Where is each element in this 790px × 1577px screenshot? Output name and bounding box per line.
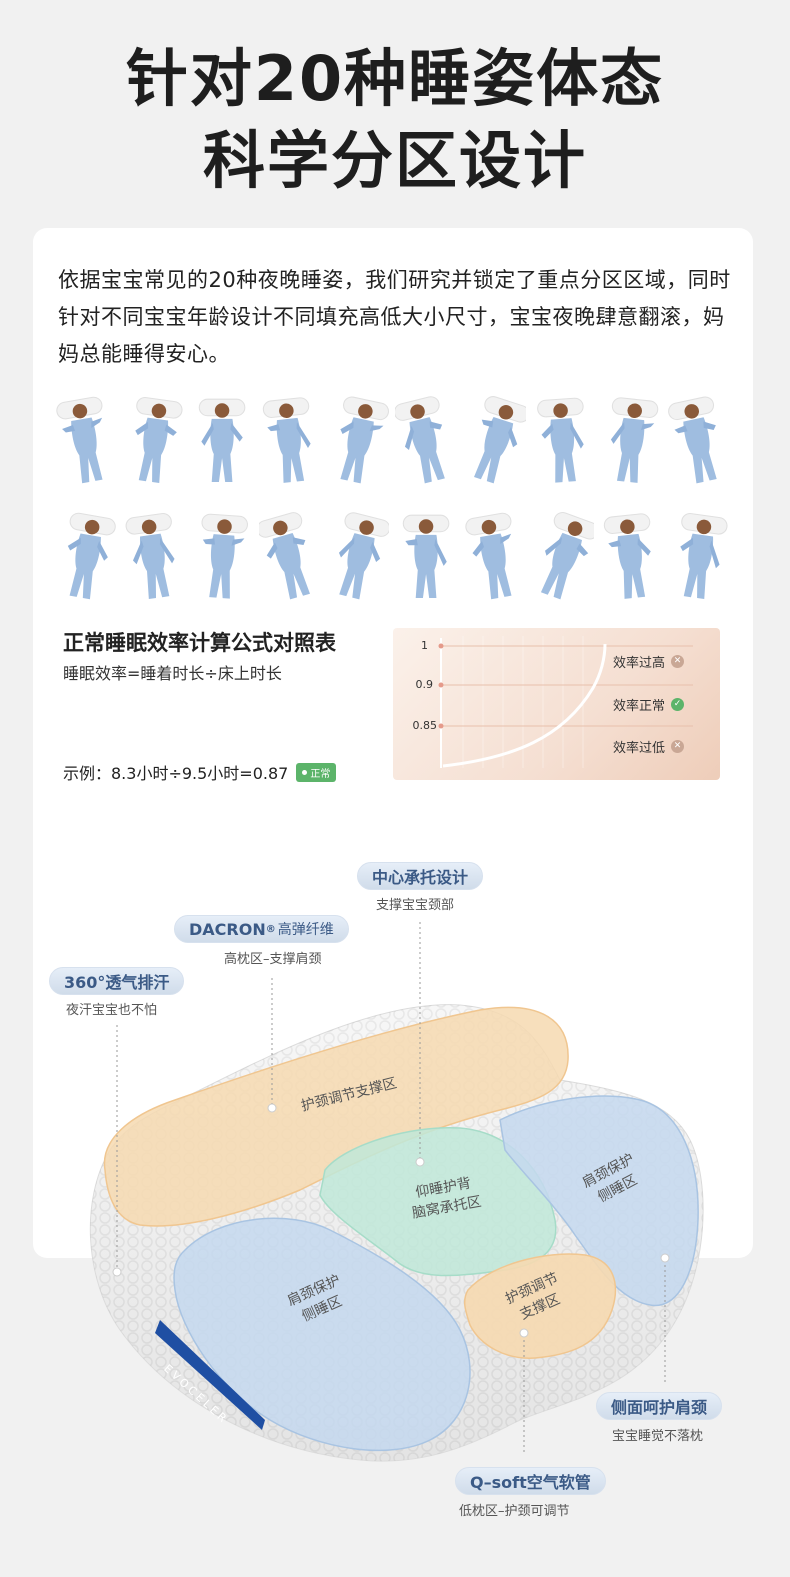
zone-label: 效率过高: [613, 656, 666, 671]
feature-dacron-pill: DACRON®高弹纤维: [174, 915, 349, 943]
hero-title-line2: 科学分区设计: [202, 124, 587, 197]
sleep-pose-illustration: [464, 508, 526, 610]
feature-side-pill: 侧面呵护肩颈: [596, 1392, 723, 1420]
efficiency-example: 示例：8.3小时÷9.5小时=0.87 正常: [63, 760, 337, 784]
feature-side-sub: 宝宝睡觉不落枕: [612, 1429, 704, 1444]
sleep-pose-illustration: [668, 508, 730, 610]
sleep-pose-illustration: [532, 508, 599, 610]
close-icon: ✕: [671, 655, 685, 668]
efficiency-chart: [393, 628, 720, 780]
efficiency-formula: 睡眠效率=睡着时长÷床上时长: [63, 664, 282, 683]
check-icon: ✓: [671, 698, 685, 711]
registered-mark: ®: [265, 923, 276, 935]
feature-qsoft-sub: 低枕区–护颈可调节: [459, 1504, 570, 1519]
sleep-pose-illustration: [55, 508, 117, 610]
sleep-pose-illustration: [327, 392, 390, 494]
dacron-rest: 高弹纤维: [277, 922, 334, 938]
tick-0-85: 0.85: [412, 719, 438, 732]
zone-too-high: 效率过高 ✕: [613, 652, 685, 671]
feature-center-pill: 中心承托设计: [357, 862, 484, 890]
status-badge: 正常: [296, 762, 337, 782]
zone-normal: 效率正常 ✓: [613, 695, 685, 714]
hero-title-line1: 针对20种睡姿体态: [125, 42, 665, 115]
sleep-pose-illustration: [259, 392, 321, 494]
sleep-pose-illustration: [191, 508, 253, 610]
feature-dacron-sub: 高枕区–支撑肩颈: [224, 952, 322, 967]
sleep-pose-illustration: [394, 392, 457, 494]
feature-breath-pill: 360°透气排汗: [49, 967, 185, 995]
sleep-pose-illustration: [668, 392, 730, 494]
tick-0-9: 0.9: [415, 678, 434, 691]
badge-label: 正常: [310, 768, 331, 780]
sleep-pose-illustration: [600, 392, 662, 494]
intro-paragraph: 依据宝宝常见的20种夜晚睡姿，我们研究并锁定了重点分区区域，同时针对不同宝宝年龄…: [58, 268, 731, 366]
zone-too-low: 效率过低 ✕: [613, 737, 685, 756]
sleep-pose-illustration: [395, 508, 457, 610]
feature-qsoft-pill: Q–soft空气软管: [455, 1467, 606, 1495]
sleep-pose-illustration: [464, 392, 530, 494]
feature-center-sub: 支撑宝宝颈部: [376, 898, 455, 913]
sleep-pose-illustration: [191, 392, 253, 494]
example-text: 示例：8.3小时÷9.5小时=0.87: [63, 764, 289, 783]
sleep-pose-illustration: [600, 508, 662, 610]
zone-label: 效率过低: [613, 741, 666, 756]
efficiency-title: 正常睡眠效率计算公式对照表: [63, 631, 336, 655]
sleep-pose-illustration: [327, 508, 391, 610]
sleep-pose-illustration: [532, 392, 594, 494]
zone-label: 效率正常: [613, 699, 666, 714]
sleep-pose-illustration: [123, 392, 185, 494]
feature-breath-sub: 夜汗宝宝也不怕: [66, 1003, 158, 1018]
pillow-illustration: [89, 922, 704, 1462]
sleep-pose-illustration: [257, 508, 321, 610]
sleep-poses-grid: [55, 392, 730, 602]
efficiency-curve-svg: [438, 636, 693, 768]
sleep-pose-illustration: [55, 392, 117, 494]
sleep-pose-illustration: [123, 508, 185, 610]
dot-icon: [302, 769, 308, 775]
dacron-text: DACRON: [189, 919, 266, 939]
close-icon: ✕: [671, 740, 685, 753]
tick-1: 1: [421, 639, 428, 652]
